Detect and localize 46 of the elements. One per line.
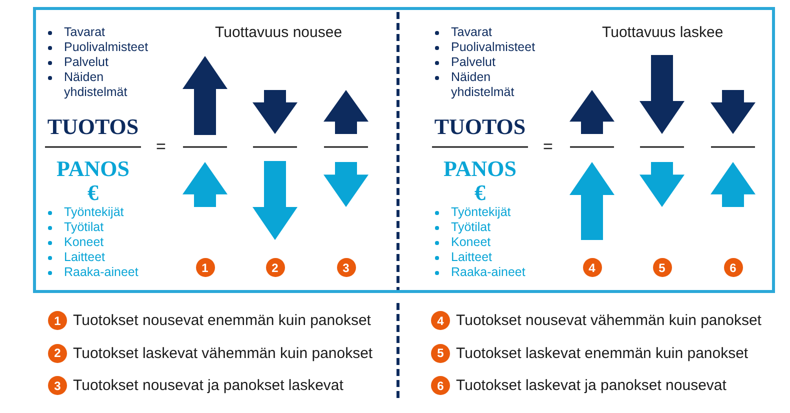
number-badge: 2 (266, 258, 284, 277)
panel-title: Tuottavuus laskee (602, 24, 724, 41)
list-item: Työtilat (451, 220, 492, 235)
list-item: Puolivalmisteet (451, 40, 536, 55)
list-item: Laitteet (451, 250, 494, 265)
number-badge: 2 (48, 344, 67, 362)
numerator-label: TUOTOS (46, 114, 140, 140)
legend-text: Tuotokset laskevat ja panokset nousevat (456, 376, 726, 395)
list-item: Raaka-aineet (451, 265, 526, 280)
list-item: Koneet (451, 235, 492, 250)
list-item: Tavarat (64, 25, 106, 40)
legend-text: Tuotokset laskevat enemmän kuin panokset (456, 344, 748, 362)
legend-text: Tuotokset laskevat vähemmän kuin panokset (73, 344, 373, 362)
number-badge: 1 (196, 258, 214, 277)
list-item: Tavarat (451, 25, 493, 40)
number-badge: 4 (431, 311, 450, 330)
number-badge: 1 (48, 311, 67, 330)
legend-text: Tuotokset nousevat vähemmän kuin panokset (456, 311, 762, 330)
list-item: Työtilat (64, 220, 105, 235)
list-item: Palvelut (451, 55, 496, 70)
list-item: Näiden yhdistelmät (64, 70, 128, 100)
list-item: Näiden yhdistelmät (451, 70, 516, 100)
number-badge: 3 (336, 258, 356, 277)
denominator-label: PANOS (442, 156, 518, 182)
number-badge: 5 (652, 258, 672, 277)
euro-sign: € (86, 180, 100, 206)
euro-sign: € (474, 180, 486, 206)
number-badge: 4 (582, 258, 602, 277)
legend-text: Tuotokset nousevat enemmän kuin panokset (73, 311, 371, 330)
list-item: Palvelut (64, 55, 110, 70)
list-item: Raaka-aineet (64, 265, 140, 280)
denominator-label: PANOS (56, 156, 130, 182)
list-item: Työntekijät (451, 205, 512, 220)
number-badge: 3 (48, 376, 67, 395)
panel-title: Tuottavuus nousee (215, 24, 342, 41)
equals-sign: = (156, 137, 166, 157)
numerator-label: TUOTOS (433, 114, 527, 140)
equals-sign: = (543, 137, 553, 157)
number-badge: 5 (431, 344, 450, 362)
list-item: Puolivalmisteet (64, 40, 150, 55)
number-badge: 6 (431, 376, 450, 395)
list-item: Laitteet (64, 250, 106, 265)
list-item: Koneet (64, 235, 105, 250)
legend-text: Tuotokset nousevat ja panokset laskevat (73, 376, 344, 395)
number-badge: 6 (724, 258, 742, 277)
list-item: Työntekijät (64, 205, 125, 220)
